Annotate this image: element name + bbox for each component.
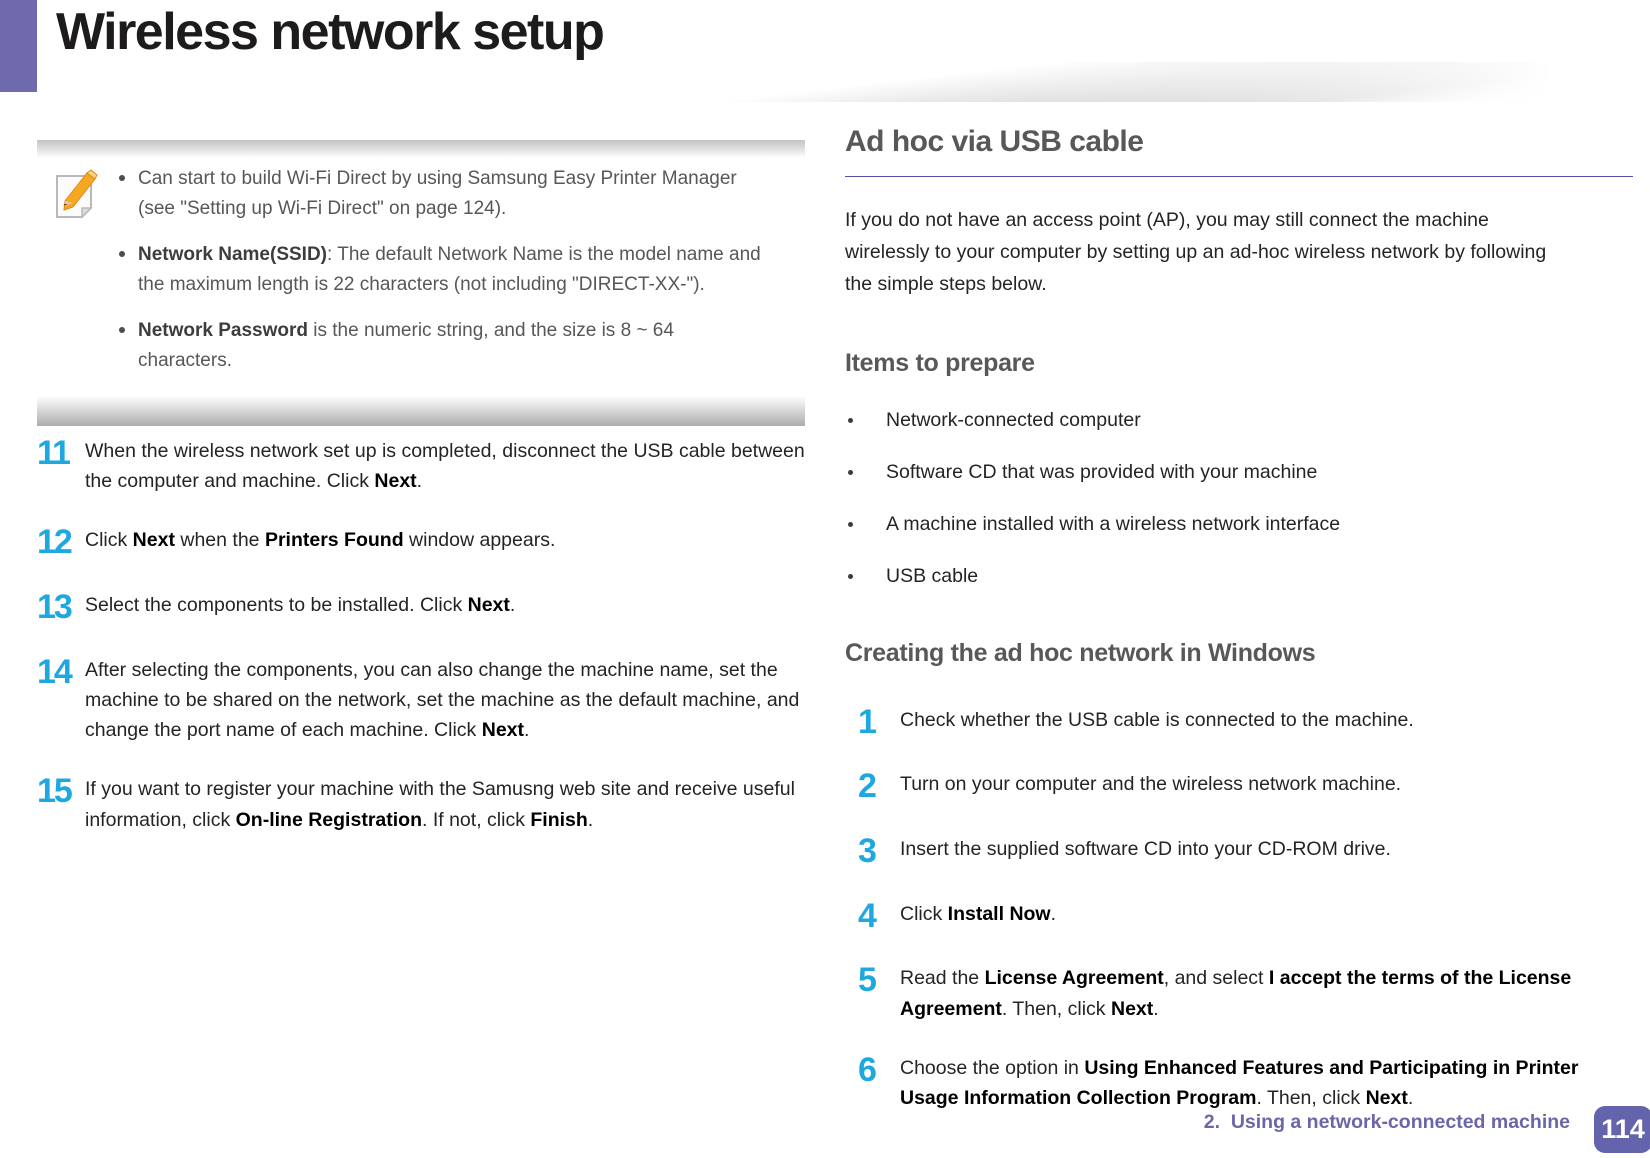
list-item-text: Software CD that was provided with your … (886, 460, 1318, 483)
bullet-dot (119, 326, 125, 333)
step-text: Select the components to be installed. C… (85, 594, 516, 617)
list-item-text: A machine installed with a wireless netw… (886, 513, 1341, 536)
list-item: Software CD that was provided with your … (845, 459, 1633, 486)
note-item-text: Network Password is the numeric string, … (138, 319, 674, 371)
bullet-dot (119, 175, 125, 181)
step-number: 3 (858, 832, 877, 871)
bullet-dot (848, 417, 853, 423)
step-text: If you want to register your machine wit… (85, 778, 795, 831)
list-item: A machine installed with a wireless netw… (845, 511, 1633, 538)
creating-adhoc-title: Creating the ad hoc network in Windows (845, 638, 1316, 667)
step-item: 1 Check whether the USB cable is connect… (858, 702, 1633, 741)
note-box-top-edge (37, 140, 805, 158)
step-text: Read the License Agreement, and select I… (900, 967, 1572, 1020)
step-number: 14 (37, 652, 73, 691)
step-text: Choose the option in Using Enhanced Feat… (900, 1056, 1579, 1110)
list-item: USB cable (845, 563, 1633, 590)
note-box-bottom-edge (37, 396, 805, 426)
step-number: 13 (37, 588, 73, 627)
step-number: 6 (858, 1050, 877, 1089)
step-number: 15 (37, 772, 73, 811)
step-text: Click Next when the Printers Found windo… (85, 529, 556, 552)
step-text: Turn on your computer and the wireless n… (900, 773, 1402, 796)
items-to-prepare-list: Network-connected computer Software CD t… (845, 407, 1633, 591)
step-number: 12 (37, 523, 73, 562)
note-box: Can start to build Wi-Fi Direct by using… (37, 140, 805, 426)
step-item: 11 When the wireless network set up is c… (37, 434, 809, 496)
note-item: Network Password is the numeric string, … (119, 316, 768, 377)
step-number: 11 (37, 434, 71, 472)
note-item: Can start to build Wi-Fi Direct by using… (119, 164, 768, 225)
step-text: After selecting the components, you can … (85, 658, 800, 742)
step-item: 6 Choose the option in Using Enhanced Fe… (858, 1050, 1633, 1113)
right-column: Ad hoc via USB cable If you do not have … (845, 125, 1633, 1142)
bullet-dot (848, 469, 853, 475)
step-text: Insert the supplied software CD into you… (900, 838, 1391, 861)
list-item: Network-connected computer (845, 407, 1633, 434)
step-item: 2 Turn on your computer and the wireless… (858, 769, 1633, 805)
list-item-text: USB cable (886, 565, 979, 588)
section-title: Ad hoc via USB cable (845, 125, 1633, 177)
step-number: 2 (858, 767, 877, 806)
step-text: Click Install Now. (900, 902, 1057, 925)
note-content: Can start to build Wi-Fi Direct by using… (51, 164, 795, 391)
step-number: 1 (858, 702, 877, 741)
chapter-accent-bar (0, 0, 37, 92)
step-number: 4 (858, 896, 877, 935)
note-pencil-icon (56, 169, 98, 219)
section-intro: If you do not have an access point (AP),… (845, 209, 1547, 296)
step-item: 4 Click Install Now. (858, 896, 1633, 935)
step-text: When the wireless network set up is comp… (85, 440, 805, 493)
right-step-list: 1 Check whether the USB cable is connect… (845, 702, 1633, 1114)
step-item: 5 Read the License Agreement, and select… (858, 963, 1633, 1023)
bullet-dot (848, 574, 853, 580)
note-item: Network Name(SSID): The default Network … (119, 240, 768, 301)
note-item-text: Can start to build Wi-Fi Direct by using… (138, 168, 737, 220)
footer-chapter-label: 2. Using a network-connected machine (1203, 1111, 1570, 1133)
left-step-list: 11 When the wireless network set up is c… (37, 434, 809, 864)
page-number-badge: 114 (1594, 1106, 1650, 1153)
page-title: Wireless network setup (56, 3, 605, 61)
step-text: Check whether the USB cable is connected… (900, 708, 1414, 731)
bullet-dot (119, 250, 125, 257)
list-item-text: Network-connected computer (886, 408, 1141, 431)
items-to-prepare-title: Items to prepare (845, 348, 1035, 377)
step-item: 12 Click Next when the Printers Found wi… (37, 525, 809, 561)
step-item: 3 Insert the supplied software CD into y… (858, 832, 1633, 871)
note-item-text: Network Name(SSID): The default Network … (138, 243, 761, 296)
step-item: 13 Select the components to be installed… (37, 588, 809, 627)
note-list: Can start to build Wi-Fi Direct by using… (119, 164, 768, 391)
bullet-dot (848, 522, 853, 528)
step-number: 5 (858, 961, 877, 1000)
header-divider (37, 62, 1650, 102)
step-item: 15 If you want to register your machine … (37, 774, 809, 834)
step-item: 14 After selecting the components, you c… (37, 652, 809, 746)
